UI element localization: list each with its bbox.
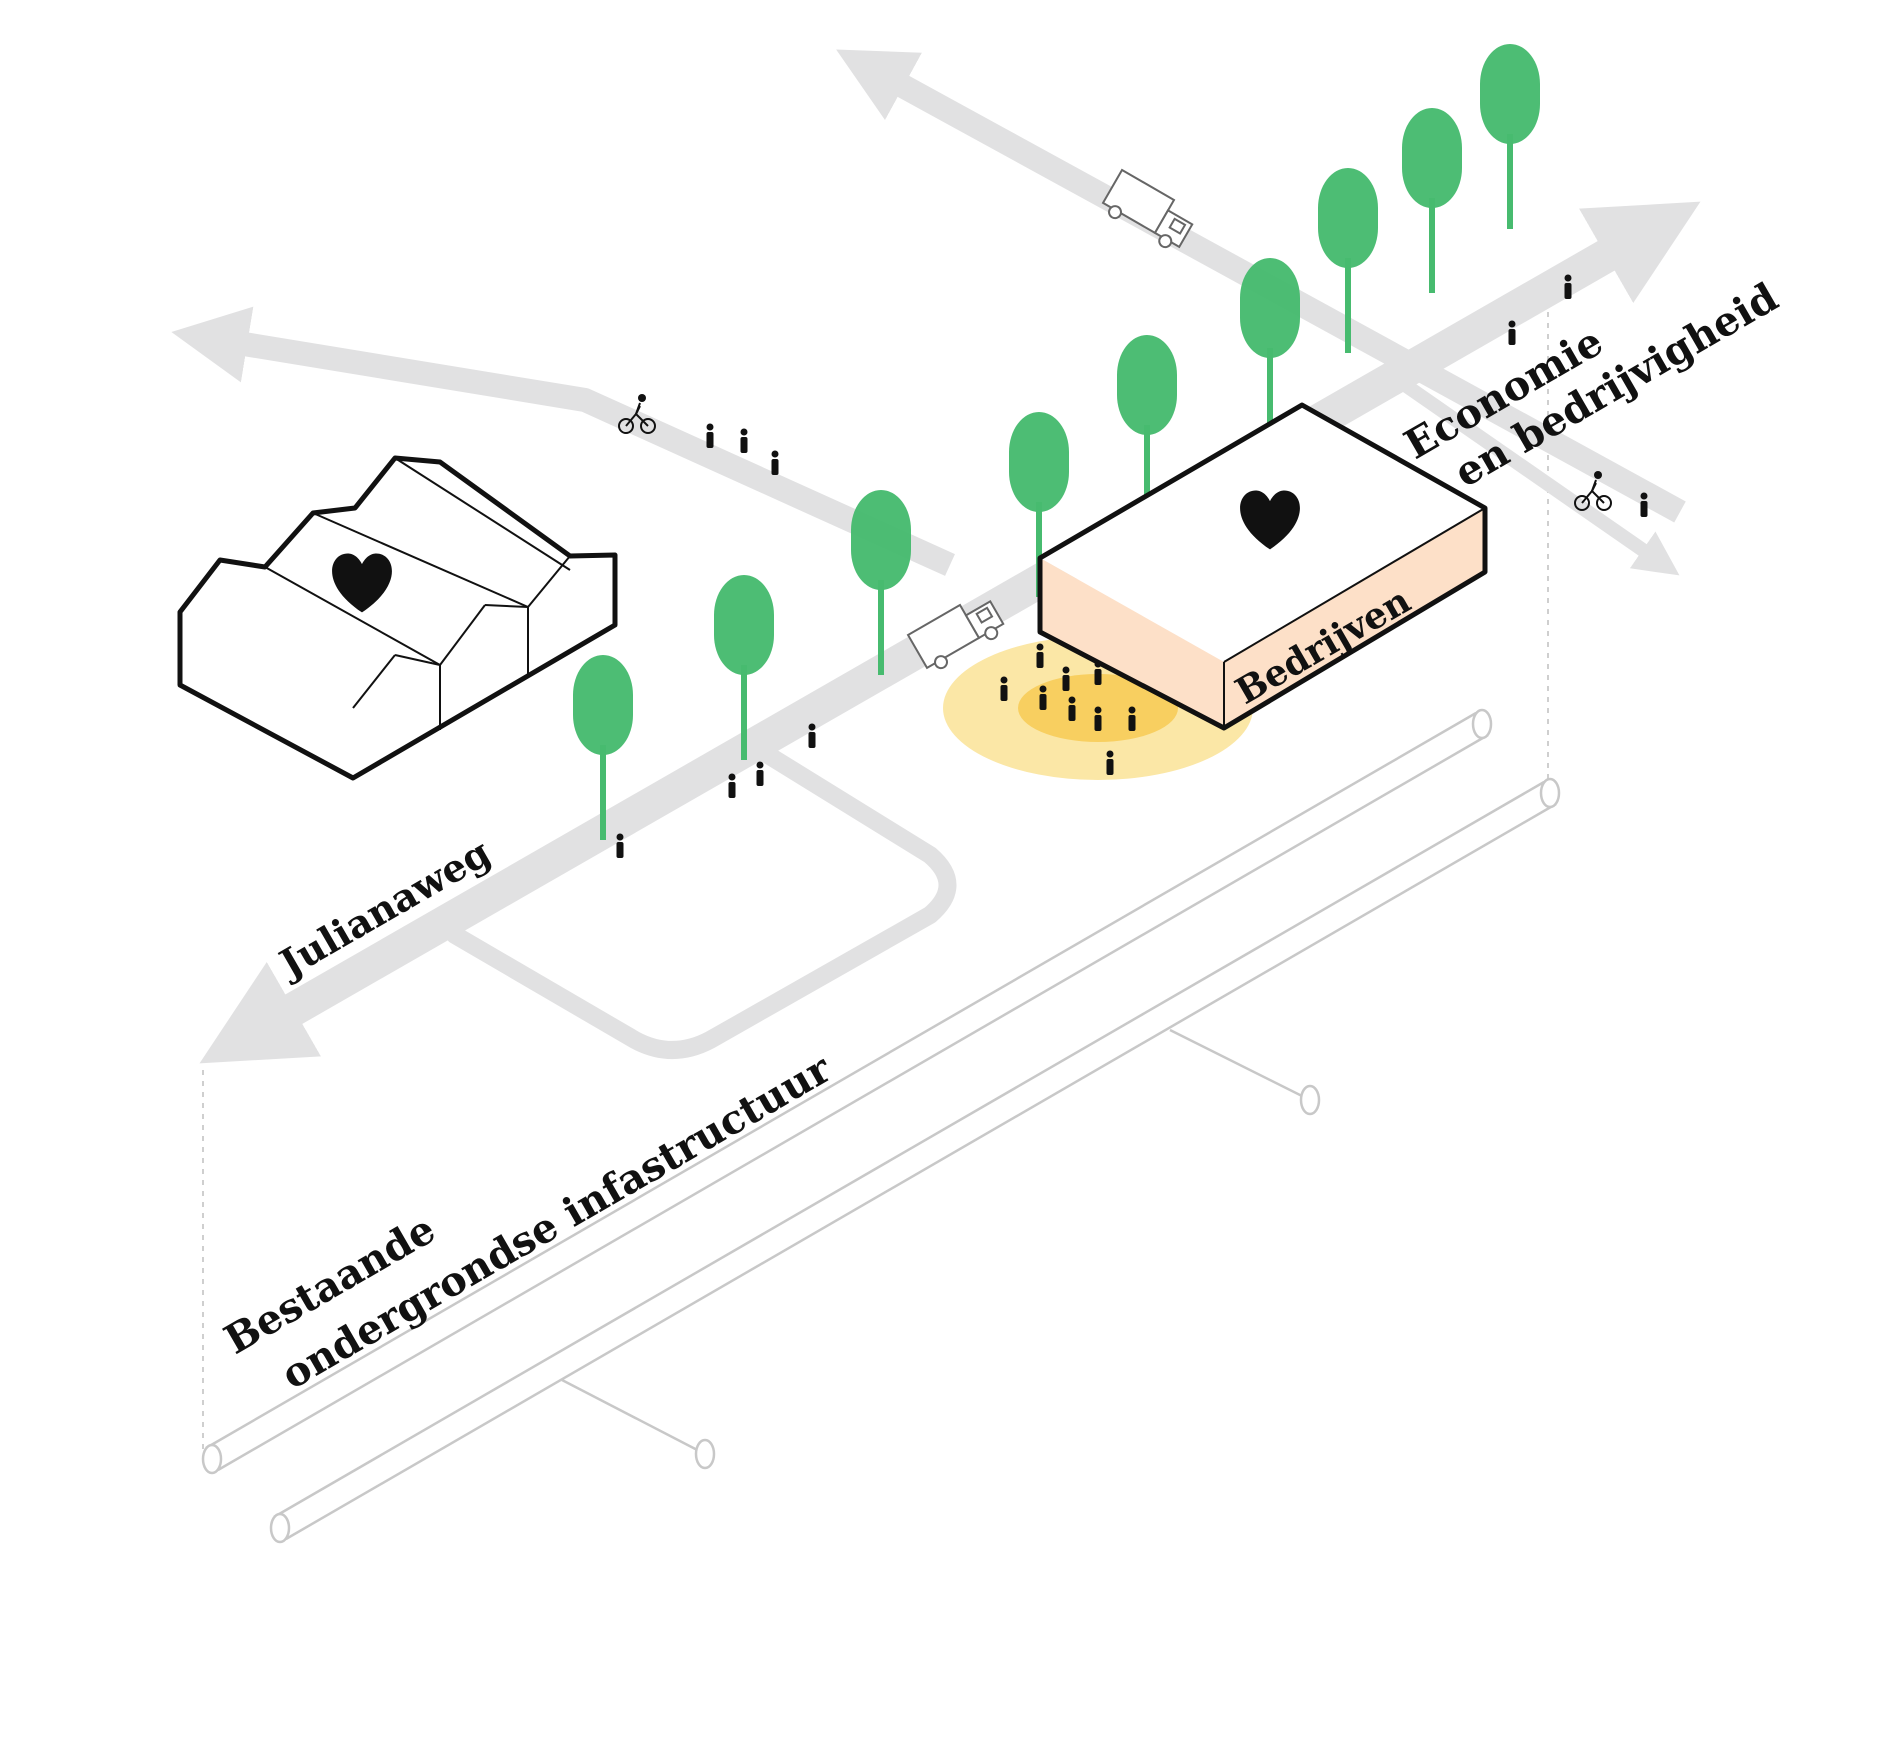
houses-roof bbox=[180, 458, 615, 708]
person-icon bbox=[1564, 274, 1572, 299]
pipe-branch-1 bbox=[1169, 1028, 1311, 1102]
tree-icon bbox=[1318, 168, 1378, 353]
truck-icon bbox=[906, 600, 1005, 670]
road-loop bbox=[446, 741, 957, 1059]
pipe-branch-2 bbox=[561, 1378, 706, 1456]
person-icon bbox=[1068, 696, 1076, 721]
person-icon bbox=[1106, 750, 1114, 775]
tree-icon bbox=[573, 655, 633, 840]
pipe-branch-2-end bbox=[694, 1438, 716, 1470]
pipe-1 bbox=[201, 708, 1493, 1475]
person-icon bbox=[1062, 666, 1070, 691]
person-icon bbox=[616, 833, 624, 858]
person-icon bbox=[1000, 676, 1008, 701]
person-icon bbox=[808, 723, 816, 748]
person-icon bbox=[1036, 643, 1044, 668]
person-icon bbox=[771, 450, 779, 475]
trucks bbox=[906, 168, 1194, 670]
bedrijven-building bbox=[1037, 402, 1488, 731]
person-icon bbox=[728, 773, 736, 798]
pedestrians bbox=[616, 274, 1648, 858]
cyclist-icon bbox=[618, 394, 656, 434]
truck-icon bbox=[1101, 168, 1194, 249]
bedrijven-front-face bbox=[1040, 558, 1224, 728]
person-icon bbox=[1508, 320, 1516, 345]
cyclist-icon bbox=[1574, 471, 1612, 511]
labels: Julianaweg Bedrijven Economie en bedrijv… bbox=[217, 274, 1786, 1399]
pipe-1-end-right bbox=[1471, 708, 1493, 740]
tree-icon bbox=[1402, 108, 1462, 293]
guide-lines bbox=[202, 290, 1549, 1455]
person-icon bbox=[740, 428, 748, 453]
houses-front-face bbox=[180, 612, 353, 778]
cyclists bbox=[618, 394, 1612, 511]
person-icon bbox=[706, 423, 714, 448]
person-icon bbox=[1094, 660, 1102, 685]
person-icon bbox=[1094, 706, 1102, 731]
houses-heart-icon bbox=[332, 553, 392, 613]
person-icon bbox=[1128, 706, 1136, 731]
pipe-branch-1-end bbox=[1299, 1084, 1321, 1116]
bedrijven-side-face bbox=[1224, 508, 1485, 728]
pipe-1-end-left bbox=[201, 1443, 223, 1475]
person-icon bbox=[1640, 492, 1648, 517]
pipe-2-end-left bbox=[269, 1512, 291, 1544]
houses-side-face bbox=[353, 555, 615, 778]
tree-icon bbox=[1480, 44, 1540, 229]
houses-building bbox=[177, 455, 618, 781]
pipe-2-end-right bbox=[1539, 777, 1561, 809]
person-icon bbox=[1039, 685, 1047, 710]
infra-label-line2: ondergrondse infastructuur bbox=[274, 1045, 840, 1399]
person-icon bbox=[756, 761, 764, 786]
tree-icon bbox=[851, 490, 911, 675]
bedrijven-heart-icon bbox=[1240, 490, 1300, 550]
tree-icon bbox=[714, 575, 774, 760]
